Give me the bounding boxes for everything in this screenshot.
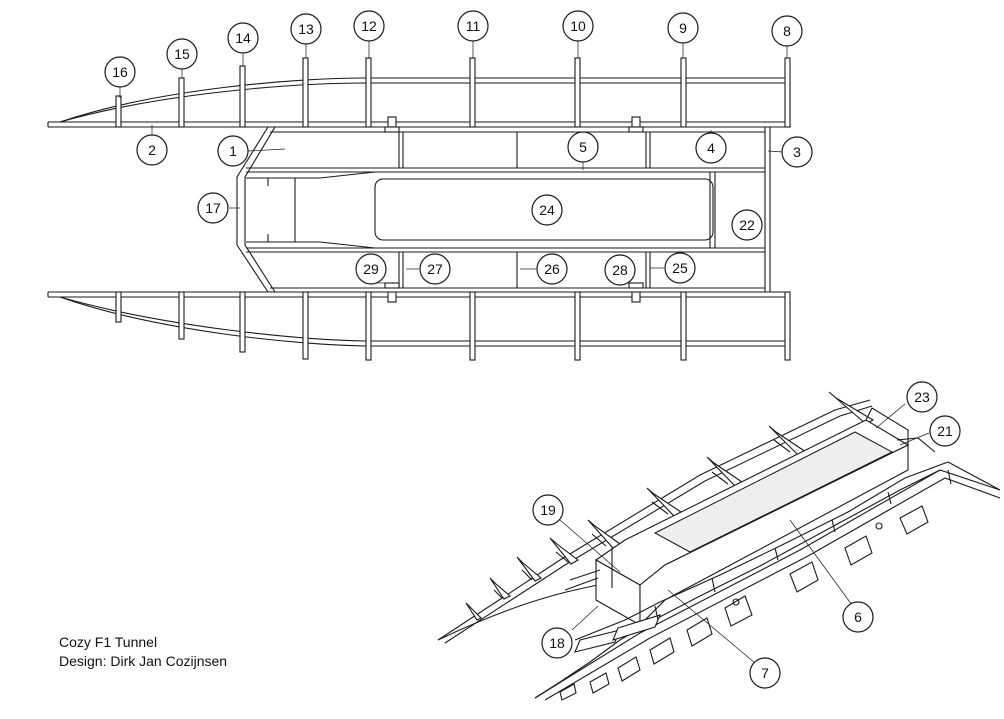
iso-lower-rail	[534, 461, 1001, 701]
svg-text:15: 15	[174, 46, 190, 62]
callout-25: 25	[664, 252, 696, 284]
callout-29: 29	[355, 253, 387, 285]
caption: Cozy F1 Tunnel Design: Dirk Jan Cozijnse…	[59, 633, 227, 671]
callout-22: 22	[731, 209, 763, 241]
callout-13: 13	[290, 13, 322, 45]
lower-hull-rail	[47, 291, 790, 347]
svg-text:24: 24	[539, 202, 555, 218]
svg-text:17: 17	[205, 200, 221, 216]
callout-10: 10	[562, 10, 594, 42]
svg-text:7: 7	[761, 665, 769, 681]
callout-24: 24	[531, 194, 563, 226]
svg-text:10: 10	[570, 18, 586, 34]
upper-hull-rail	[47, 77, 791, 128]
svg-text:1: 1	[229, 143, 237, 159]
callout-17: 17	[197, 192, 229, 224]
callout-7: 7	[749, 657, 781, 689]
svg-text:14: 14	[235, 30, 251, 46]
callout-8: 8	[771, 15, 803, 47]
callout-5: 5	[567, 131, 599, 163]
callout-23: 23	[906, 381, 938, 413]
callout-4: 4	[695, 132, 727, 164]
callout-16: 16	[104, 56, 136, 88]
callout-28: 28	[604, 254, 636, 286]
callout-27: 27	[419, 253, 451, 285]
callout-21: 21	[929, 415, 961, 447]
svg-text:19: 19	[540, 502, 556, 518]
svg-text:25: 25	[672, 260, 688, 276]
plan-leaders	[119, 40, 788, 284]
callout-19: 19	[532, 494, 564, 526]
callout-6: 6	[842, 601, 874, 633]
iso-upper-rail	[437, 391, 875, 644]
svg-text:16: 16	[112, 64, 128, 80]
callout-12: 12	[353, 10, 385, 42]
callout-15: 15	[166, 38, 198, 70]
callout-2: 2	[136, 134, 168, 166]
callout-11: 11	[457, 10, 489, 42]
lower-ribs	[115, 291, 791, 361]
callout-9: 9	[667, 12, 699, 44]
svg-text:22: 22	[739, 217, 755, 233]
svg-text:11: 11	[466, 18, 481, 34]
iso-tunnel-body	[594, 407, 936, 627]
svg-text:21: 21	[937, 423, 953, 439]
svg-text:23: 23	[914, 389, 930, 405]
svg-text:9: 9	[679, 20, 687, 36]
svg-text:8: 8	[783, 23, 791, 39]
svg-text:28: 28	[612, 262, 628, 278]
svg-text:4: 4	[707, 140, 715, 156]
callout-3: 3	[781, 136, 813, 168]
caption-title: Cozy F1 Tunnel	[59, 634, 158, 650]
svg-text:3: 3	[793, 144, 801, 160]
svg-text:6: 6	[854, 609, 862, 625]
tunnel-body	[236, 116, 771, 303]
upper-ribs	[115, 57, 791, 128]
svg-text:29: 29	[363, 261, 379, 277]
callout-14: 14	[227, 22, 259, 54]
svg-text:26: 26	[544, 261, 560, 277]
callout-1: 1	[217, 135, 249, 167]
caption-designer: Design: Dirk Jan Cozijnsen	[59, 653, 228, 669]
svg-text:12: 12	[361, 18, 377, 34]
callout-18: 18	[541, 627, 573, 659]
svg-text:13: 13	[298, 21, 314, 37]
callout-26: 26	[536, 253, 568, 285]
plan-view	[47, 40, 791, 361]
svg-text:5: 5	[579, 139, 587, 155]
svg-text:2: 2	[148, 142, 156, 158]
isometric-view	[437, 391, 1001, 701]
svg-text:18: 18	[549, 635, 565, 651]
iso-leaders	[559, 403, 930, 664]
svg-text:27: 27	[427, 261, 443, 277]
